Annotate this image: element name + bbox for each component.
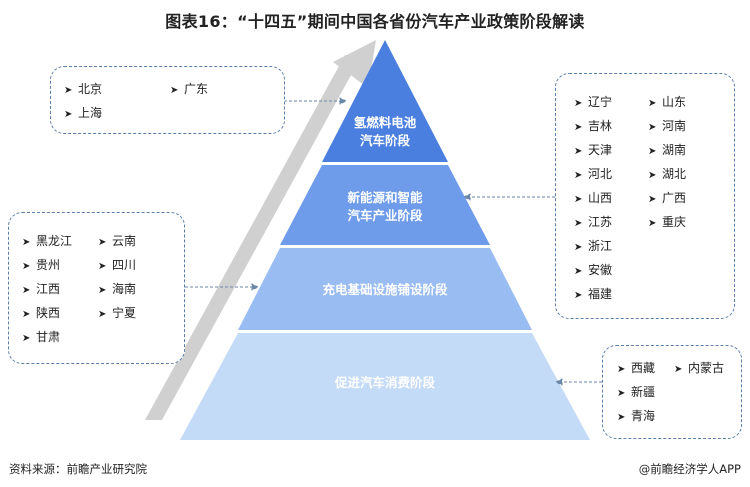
province-box-charging	[8, 212, 185, 364]
pyramid-level-charging	[238, 248, 532, 330]
bullet-arrow-icon: ➤	[617, 388, 626, 399]
bullet-arrow-icon: ➤	[22, 237, 31, 248]
province-item: ➤北京	[64, 81, 102, 99]
province-item: ➤安徽	[574, 262, 612, 280]
level-label-nev: 新能源和智能汽车产业阶段	[347, 190, 423, 223]
province-item: ➤山西	[574, 190, 612, 208]
pyramid-level-hydrogen	[322, 40, 448, 162]
province-box-hydrogen	[50, 66, 285, 134]
bullet-arrow-icon: ➤	[574, 122, 583, 133]
bullet-arrow-icon: ➤	[574, 146, 583, 157]
bullet-arrow-icon: ➤	[574, 242, 583, 253]
progress-arrow	[145, 40, 376, 420]
province-box-consumption	[602, 345, 742, 439]
province-item: ➤广东	[170, 81, 208, 99]
province-item: ➤内蒙古	[674, 360, 724, 378]
bullet-arrow-icon: ➤	[648, 194, 657, 205]
level-label-hydrogen: 氢燃料电池汽车阶段	[353, 115, 417, 148]
province-item: ➤云南	[98, 233, 136, 251]
connector-consumption-arrowhead	[554, 378, 563, 386]
province-item: ➤辽宁	[574, 94, 612, 112]
chart-title: 图表16：“十四五”期间中国各省份汽车产业政策阶段解读	[165, 12, 585, 31]
province-item: ➤宁夏	[98, 305, 136, 323]
bullet-arrow-icon: ➤	[22, 285, 31, 296]
bullet-arrow-icon: ➤	[574, 170, 583, 181]
province-item: ➤天津	[574, 142, 612, 160]
province-item: ➤河北	[574, 166, 612, 184]
bullet-arrow-icon: ➤	[64, 85, 73, 96]
province-item: ➤甘肃	[22, 329, 60, 347]
bullet-arrow-icon: ➤	[22, 261, 31, 272]
province-item: ➤陕西	[22, 305, 60, 323]
bullet-arrow-icon: ➤	[574, 266, 583, 277]
bullet-arrow-icon: ➤	[170, 85, 179, 96]
province-item: ➤新疆	[617, 384, 655, 402]
footer-credit: @前瞻经济学人APP	[638, 462, 741, 476]
pyramid-level-consumption	[180, 333, 590, 440]
bullet-arrow-icon: ➤	[98, 309, 107, 320]
bullet-arrow-icon: ➤	[98, 261, 107, 272]
level-label-consumption: 促进汽车消费阶段	[334, 375, 435, 390]
province-item: ➤山东	[648, 94, 686, 112]
province-item: ➤海南	[98, 281, 136, 299]
bullet-arrow-icon: ➤	[98, 237, 107, 248]
province-item: ➤河南	[648, 118, 686, 136]
level-label-charging: 充电基础设施铺设阶段	[322, 282, 448, 297]
bullet-arrow-icon: ➤	[574, 98, 583, 109]
province-item: ➤广西	[648, 190, 686, 208]
bullet-arrow-icon: ➤	[574, 194, 583, 205]
province-item: ➤西藏	[617, 360, 655, 378]
province-item: ➤江西	[22, 281, 60, 299]
province-item: ➤福建	[574, 286, 612, 304]
connector-nev-arrowhead	[462, 193, 471, 201]
province-item: ➤湖北	[648, 166, 686, 184]
bullet-arrow-icon: ➤	[574, 218, 583, 229]
province-item: ➤湖南	[648, 142, 686, 160]
province-item: ➤重庆	[648, 214, 686, 232]
province-item: ➤四川	[98, 257, 136, 275]
progress-arrow-shaft	[145, 55, 362, 420]
bullet-arrow-icon: ➤	[574, 290, 583, 301]
bullet-arrow-icon: ➤	[648, 218, 657, 229]
connector-hydrogen-arrowhead	[339, 97, 348, 105]
province-item: ➤浙江	[574, 238, 612, 256]
pyramid-level-nev	[280, 165, 490, 245]
bullet-arrow-icon: ➤	[22, 333, 31, 344]
province-item: ➤贵州	[22, 257, 60, 275]
province-item: ➤青海	[617, 408, 655, 426]
bullet-arrow-icon: ➤	[617, 412, 626, 423]
bullet-arrow-icon: ➤	[648, 146, 657, 157]
progress-arrow-head	[333, 40, 376, 88]
province-item: ➤吉林	[574, 118, 612, 136]
bullet-arrow-icon: ➤	[98, 285, 107, 296]
connector-charging-arrowhead	[251, 283, 260, 291]
province-box-nev	[555, 73, 735, 319]
province-item: ➤上海	[64, 105, 102, 123]
bullet-arrow-icon: ➤	[617, 364, 626, 375]
province-item: ➤江苏	[574, 214, 612, 232]
bullet-arrow-icon: ➤	[674, 364, 683, 375]
bullet-arrow-icon: ➤	[648, 98, 657, 109]
bullet-arrow-icon: ➤	[22, 309, 31, 320]
province-item: ➤黑龙江	[22, 233, 72, 251]
bullet-arrow-icon: ➤	[648, 122, 657, 133]
footer-source: 资料来源：前瞻产业研究院	[9, 462, 147, 476]
bullet-arrow-icon: ➤	[648, 170, 657, 181]
bullet-arrow-icon: ➤	[64, 109, 73, 120]
